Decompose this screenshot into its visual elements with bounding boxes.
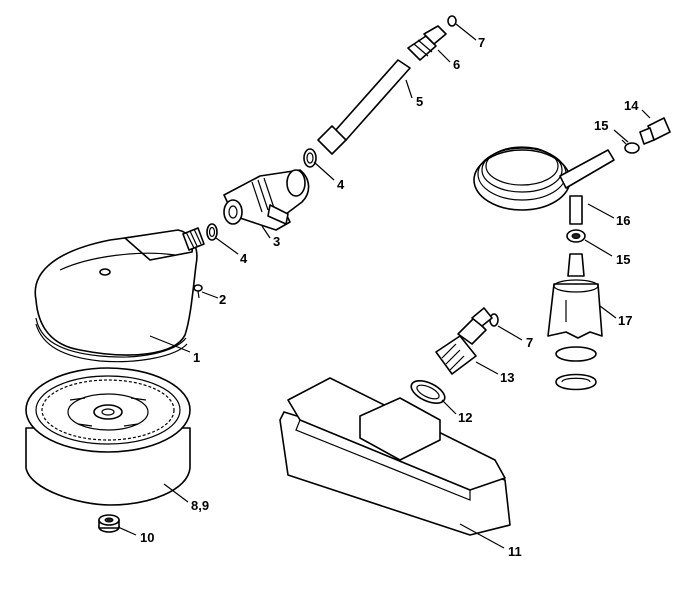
callout-14: 14 xyxy=(624,98,639,113)
callout-10: 10 xyxy=(140,530,154,545)
part-4-o-ring-upper xyxy=(303,148,317,168)
part-3-swivel-joint xyxy=(223,169,310,231)
callout-15a: 15 xyxy=(594,118,608,133)
part-1-inlet-fitting xyxy=(182,227,205,251)
callout-7a: 7 xyxy=(478,35,485,50)
callout-8-9: 8,9 xyxy=(191,498,209,513)
callout-7b: 7 xyxy=(526,335,533,350)
part-8-9-rotary-brush xyxy=(25,367,191,506)
part-15-clamp-upper xyxy=(621,139,640,154)
callout-6: 6 xyxy=(453,57,460,72)
part-4-o-ring-lower xyxy=(206,223,218,241)
part-6-nipple xyxy=(407,25,447,61)
part-16-hose-coil xyxy=(473,146,615,225)
callout-5: 5 xyxy=(416,94,423,109)
leader-lines xyxy=(117,23,651,549)
part-12-ring xyxy=(410,380,446,404)
part-11-surface-brush xyxy=(279,377,511,536)
part-2-screw xyxy=(193,284,203,299)
callout-15b: 15 xyxy=(616,252,630,267)
callout-1: 1 xyxy=(193,350,200,365)
part-1-brush-housing xyxy=(34,229,198,363)
callout-11: 11 xyxy=(508,544,522,559)
part-14-fitting xyxy=(639,117,671,145)
callout-4b: 4 xyxy=(240,251,248,266)
callout-13: 13 xyxy=(500,370,514,385)
callout-3: 3 xyxy=(273,234,280,249)
part-5-lance-tube xyxy=(317,59,411,155)
part-7-o-ring-upper xyxy=(447,15,457,27)
callout-12: 12 xyxy=(458,410,472,425)
part-15-clamp-lower xyxy=(566,229,586,243)
callout-4a: 4 xyxy=(337,177,345,192)
callout-17: 17 xyxy=(618,313,632,328)
part-13-connector xyxy=(435,307,493,375)
part-17-detergent-inlet xyxy=(547,253,603,391)
callout-2: 2 xyxy=(219,292,226,307)
callout-16: 16 xyxy=(616,213,630,228)
part-10-nut xyxy=(98,514,120,533)
